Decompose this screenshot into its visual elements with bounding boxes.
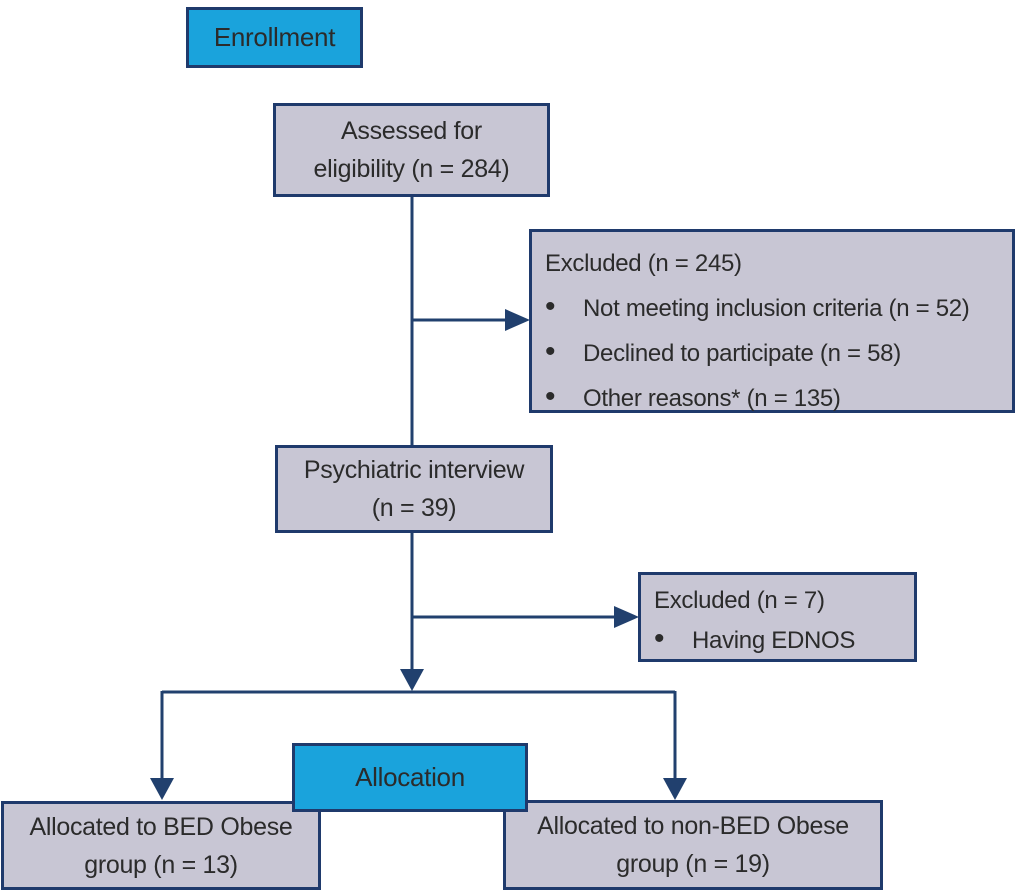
excluded-screening-reason-3: • Other reasons* (n = 135): [545, 375, 1008, 420]
bullet-marker: •: [545, 380, 556, 413]
node-psychiatric-interview: Psychiatric interview (n = 39): [275, 445, 553, 533]
arrowhead-split-center: [400, 669, 424, 691]
arrowhead-excluded-screening: [505, 309, 530, 331]
excluded-screening-reason-1: • Not meeting inclusion criteria (n = 52…: [545, 285, 1008, 330]
bullet-marker: •: [545, 290, 556, 323]
arrowhead-allocated-non-bed: [663, 778, 687, 800]
node-assessed-line-1: Assessed for: [341, 117, 482, 145]
stage-allocation-box: Allocation: [292, 743, 528, 812]
node-excluded-interview: Excluded (n = 7) • Having EDNOS: [638, 572, 917, 662]
node-excluded-screening: Excluded (n = 245) • Not meeting inclusi…: [529, 229, 1015, 413]
node-allocated-bed: Allocated to BED Obese group (n = 13): [1, 801, 321, 890]
bullet-marker: •: [545, 335, 556, 368]
allocated-bed-line-1: Allocated to BED Obese: [29, 812, 293, 841]
bullet-marker: •: [654, 622, 665, 655]
stage-enrollment-box: Enrollment: [186, 7, 363, 68]
psychiatric-interview-line-2: (n = 39): [371, 494, 457, 522]
excluded-screening-reason-2: • Declined to participate (n = 58): [545, 330, 1008, 375]
excluded-screening-reason-1-text: Not meeting inclusion criteria (n = 52): [583, 295, 970, 322]
excluded-interview-title: Excluded (n = 7): [654, 587, 825, 614]
stage-allocation-label: Allocation: [355, 762, 465, 792]
arrowhead-allocated-bed: [150, 778, 174, 800]
node-assessed-line-2: eligibility (n = 284): [313, 155, 510, 183]
stage-enrollment-label: Enrollment: [213, 22, 336, 52]
excluded-screening-reason-2-text: Declined to participate (n = 58): [583, 340, 901, 367]
excluded-screening-reason-3-text: Other reasons* (n = 135): [583, 385, 841, 412]
excluded-screening-title: Excluded (n = 245): [545, 250, 742, 277]
allocated-bed-line-2: group (n = 13): [84, 850, 238, 879]
excluded-interview-reason-1-text: Having EDNOS: [692, 627, 856, 654]
node-allocated-non-bed: Allocated to non-BED Obese group (n = 19…: [503, 800, 883, 890]
allocated-non-bed-line-2: group (n = 19): [616, 850, 770, 878]
allocated-non-bed-line-1: Allocated to non-BED Obese: [537, 812, 849, 840]
arrowhead-excluded-interview: [614, 606, 639, 628]
excluded-interview-reason-1: • Having EDNOS: [654, 620, 910, 660]
psychiatric-interview-line-1: Psychiatric interview: [303, 456, 525, 484]
node-assessed-for-eligibility: Assessed for eligibility (n = 284): [273, 103, 550, 197]
